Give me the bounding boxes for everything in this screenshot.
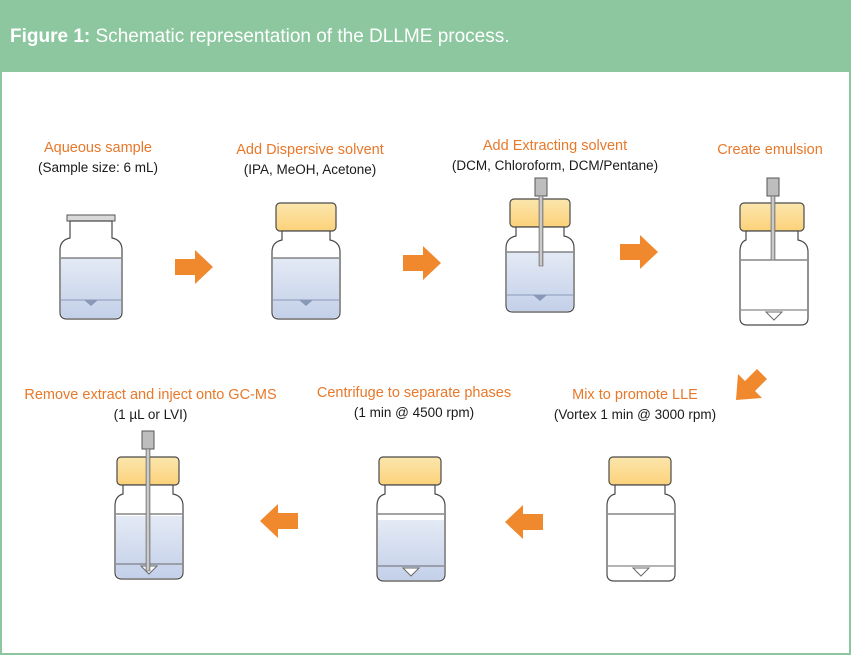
- step-title: Centrifuge to separate phases: [316, 385, 512, 401]
- step-subtitle: (Vortex 1 min @ 3000 rpm): [553, 407, 717, 422]
- arrow-right-icon: [403, 246, 441, 280]
- step-title: Add Extracting solvent: [482, 138, 628, 154]
- step-add-dispersive-solvent: Add Dispersive solvent (IPA, MeOH, Aceto…: [215, 141, 405, 180]
- vial-icon: [59, 214, 123, 320]
- step-add-extracting-solvent: Add Extracting solvent (DCM, Chloroform,…: [425, 137, 685, 176]
- figure-label: Figure 1:: [10, 26, 91, 47]
- step-remove-extract: Remove extract and inject onto GC-MS (1 …: [8, 386, 293, 425]
- step-subtitle: (DCM, Chloroform, DCM/Pentane): [451, 158, 659, 173]
- vial-icon: [376, 456, 446, 582]
- vial-icon: [739, 202, 809, 326]
- vial-icon: [271, 202, 341, 320]
- step-title: Mix to promote LLE: [572, 387, 698, 403]
- vial-icon: [606, 456, 676, 582]
- step-title: Add Dispersive solvent: [236, 142, 384, 158]
- syringe-needle-icon: [534, 177, 548, 267]
- step-create-emulsion: Create emulsion: [700, 141, 840, 160]
- syringe-needle-icon: [141, 430, 155, 572]
- arrow-left-icon: [505, 505, 543, 539]
- step-mix-to-promote-lle: Mix to promote LLE (Vortex 1 min @ 3000 …: [530, 386, 740, 425]
- step-title: Create emulsion: [717, 142, 823, 158]
- step-subtitle: (1 min @ 4500 rpm): [353, 405, 475, 420]
- arrow-down-left-icon: [736, 369, 767, 400]
- figure-header: Figure 1: Schematic representation of th…: [2, 2, 849, 72]
- syringe-needle-icon: [766, 177, 780, 261]
- figure-caption: Figure 1: Schematic representation of th…: [10, 26, 510, 48]
- arrow-left-icon: [260, 504, 298, 538]
- figure-caption-text: Schematic representation of the DLLME pr…: [95, 26, 510, 47]
- step-subtitle: (1 µL or LVI): [113, 407, 188, 422]
- arrow-right-icon: [620, 235, 658, 269]
- step-centrifuge: Centrifuge to separate phases (1 min @ 4…: [294, 384, 534, 423]
- step-subtitle: (Sample size: 6 mL): [37, 160, 159, 175]
- step-aqueous-sample: Aqueous sample (Sample size: 6 mL): [18, 139, 178, 178]
- step-title: Aqueous sample: [43, 140, 152, 156]
- step-subtitle: (IPA, MeOH, Acetone): [243, 162, 377, 177]
- step-title: Remove extract and inject onto GC-MS: [24, 387, 277, 403]
- arrow-right-icon: [175, 250, 213, 284]
